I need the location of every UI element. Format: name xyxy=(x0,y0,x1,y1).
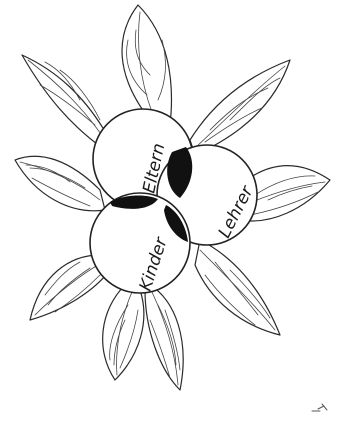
leaf-bottom-left xyxy=(103,285,144,380)
leaf-top-left xyxy=(22,55,110,150)
leaf-top-right xyxy=(190,60,290,155)
pencil-mark xyxy=(312,404,327,411)
leaf-top xyxy=(122,5,171,125)
leaf-lower-right xyxy=(195,240,280,335)
leaf-left xyxy=(15,156,105,211)
leaf-bottom xyxy=(145,285,183,390)
